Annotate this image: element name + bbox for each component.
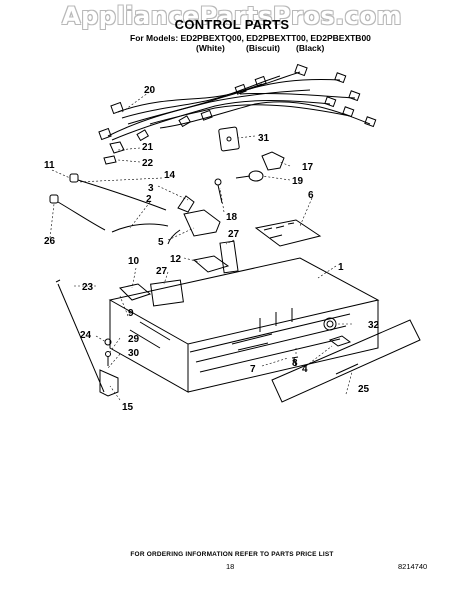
callout-23: 23	[82, 282, 94, 293]
callout-27: 27	[228, 229, 240, 240]
callout-17: 17	[302, 162, 314, 173]
document-part-number: 8214740	[398, 562, 428, 571]
variant-black: (Black)	[296, 43, 325, 53]
callout-25: 25	[358, 384, 370, 395]
callout-12: 12	[170, 254, 182, 265]
callout-30: 30	[128, 348, 140, 359]
wire-harness	[98, 63, 377, 142]
callout-18: 18	[226, 212, 238, 223]
callout-2: 2	[146, 194, 152, 205]
page-number: 18	[226, 562, 235, 571]
callout-3: 3	[148, 183, 154, 194]
leader-lines	[49, 89, 353, 401]
callout-15: 15	[122, 402, 134, 413]
models-line: For Models: ED2PBEXTQ00, ED2PBEXTT00, ED…	[130, 33, 371, 43]
ordering-note: FOR ORDERING INFORMATION REFER TO PARTS …	[130, 551, 334, 558]
callout-1: 1	[338, 262, 344, 273]
callout-22: 22	[142, 158, 154, 169]
callout-31: 31	[258, 133, 270, 144]
callout-14: 14	[164, 170, 176, 181]
callout-24: 24	[80, 330, 92, 341]
callout-7: 7	[250, 364, 256, 375]
callout-8: 8	[292, 358, 298, 369]
callout-labels: 20 31 21 22 17 19 11 14 3 6 2 18 26 5 27…	[44, 85, 380, 413]
callout-20: 20	[144, 85, 156, 96]
callout-10: 10	[128, 256, 140, 267]
callout-9: 9	[128, 308, 134, 319]
callout-32: 32	[368, 320, 380, 331]
callout-19: 19	[292, 176, 304, 187]
callout-27b: 27	[156, 266, 168, 277]
callout-11: 11	[44, 160, 55, 171]
callout-21: 21	[142, 142, 154, 153]
watermark: AppliancePartsPros.com	[62, 2, 402, 30]
callout-29: 29	[128, 334, 140, 345]
callout-4: 4	[302, 364, 308, 375]
callout-26: 26	[44, 236, 56, 247]
variant-white: (White)	[196, 43, 225, 53]
callout-5: 5	[158, 237, 164, 248]
variant-biscuit: (Biscuit)	[246, 43, 280, 53]
page-title: CONTROL PARTS	[174, 17, 290, 32]
callout-6: 6	[308, 190, 314, 201]
